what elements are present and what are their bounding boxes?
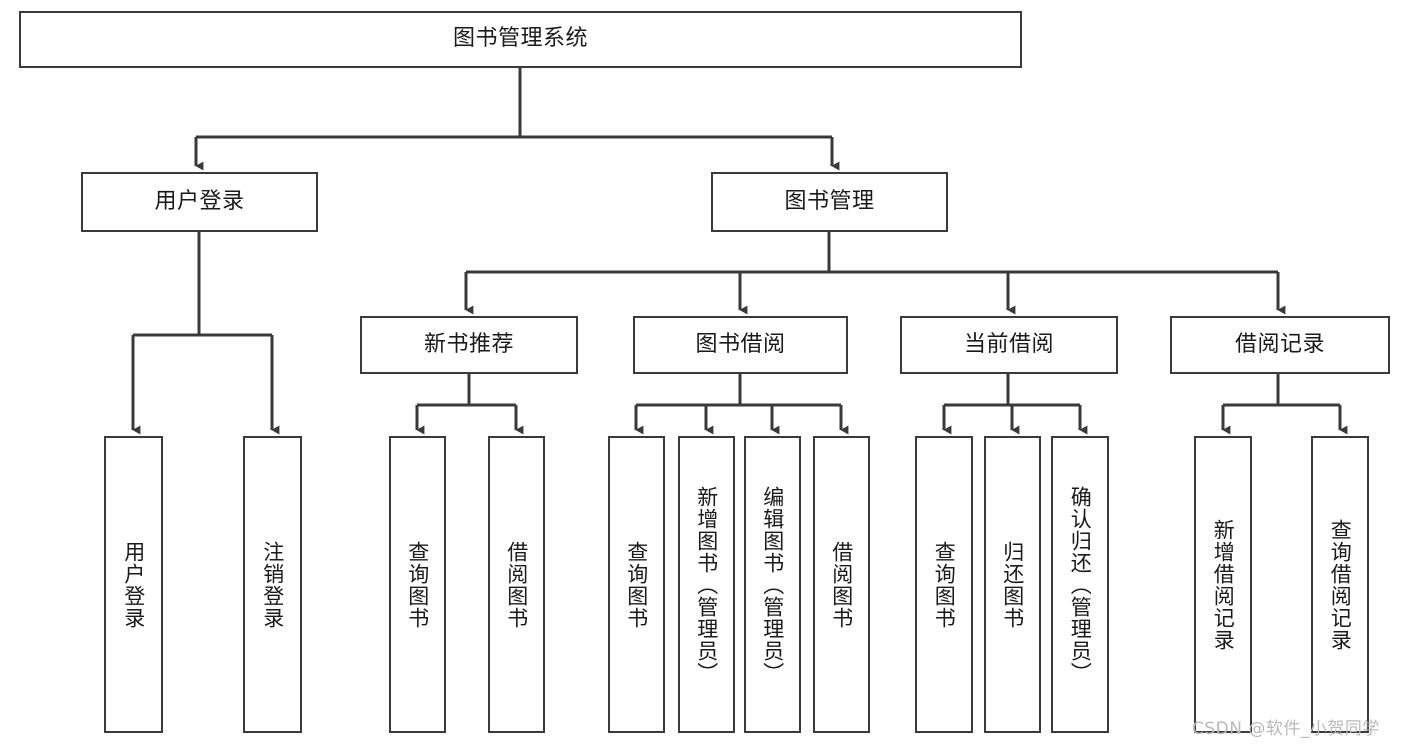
- node-book-borrow[interactable]: 图书借阅: [633, 316, 848, 374]
- node-label: 用户登录: [121, 540, 146, 629]
- node-book-management[interactable]: 图书管理: [711, 172, 948, 232]
- node-label: 借阅记录: [1234, 331, 1325, 357]
- node-leaf-query-book-current[interactable]: 查询图书: [915, 436, 973, 733]
- node-label: 确认归还（管理员）: [1068, 485, 1093, 684]
- node-label: 编辑图书（管理员）: [760, 485, 785, 684]
- node-label: 注销登录: [260, 540, 285, 629]
- node-leaf-query-book-borrow[interactable]: 查询图书: [608, 436, 665, 733]
- node-leaf-logout[interactable]: 注销登录: [243, 436, 302, 733]
- node-leaf-add-book-admin[interactable]: 新增图书（管理员）: [678, 436, 735, 733]
- node-label: 查询图书: [405, 540, 430, 629]
- node-label: 图书管理: [784, 188, 875, 214]
- watermark-text: CSDN @软件_小贺同学: [1192, 719, 1380, 739]
- node-label: 查询图书: [932, 540, 957, 629]
- node-label: 新书推荐: [423, 331, 514, 357]
- node-label: 查询借阅记录: [1328, 518, 1353, 651]
- node-label: 查询图书: [624, 540, 649, 629]
- node-leaf-user-login[interactable]: 用户登录: [104, 436, 163, 733]
- node-label: 新增借阅记录: [1211, 518, 1236, 651]
- node-borrow-record[interactable]: 借阅记录: [1170, 316, 1390, 374]
- node-label: 新增图书（管理员）: [694, 485, 719, 684]
- node-leaf-confirm-return-admin[interactable]: 确认归还（管理员）: [1051, 436, 1109, 733]
- node-leaf-return-book[interactable]: 归还图书: [984, 436, 1041, 733]
- node-leaf-edit-book-admin[interactable]: 编辑图书（管理员）: [744, 436, 801, 733]
- node-label: 用户登录: [154, 188, 245, 214]
- node-leaf-query-book-recommend[interactable]: 查询图书: [389, 436, 446, 733]
- node-label: 归还图书: [1000, 540, 1025, 629]
- node-label: 图书管理系统: [452, 26, 588, 52]
- node-current-borrow[interactable]: 当前借阅: [900, 316, 1118, 374]
- node-leaf-add-borrow-record[interactable]: 新增借阅记录: [1194, 436, 1252, 733]
- node-root-system[interactable]: 图书管理系统: [19, 11, 1022, 68]
- node-label: 当前借阅: [963, 331, 1054, 357]
- node-label: 借阅图书: [504, 540, 529, 629]
- node-label: 图书借阅: [695, 331, 786, 357]
- node-new-book-recommend[interactable]: 新书推荐: [360, 316, 578, 374]
- node-label: 借阅图书: [829, 540, 854, 629]
- node-leaf-borrow-book[interactable]: 借阅图书: [813, 436, 870, 733]
- node-leaf-borrow-book-recommend[interactable]: 借阅图书: [488, 436, 545, 733]
- node-user-login[interactable]: 用户登录: [81, 172, 318, 232]
- node-leaf-query-borrow-record[interactable]: 查询借阅记录: [1311, 436, 1369, 733]
